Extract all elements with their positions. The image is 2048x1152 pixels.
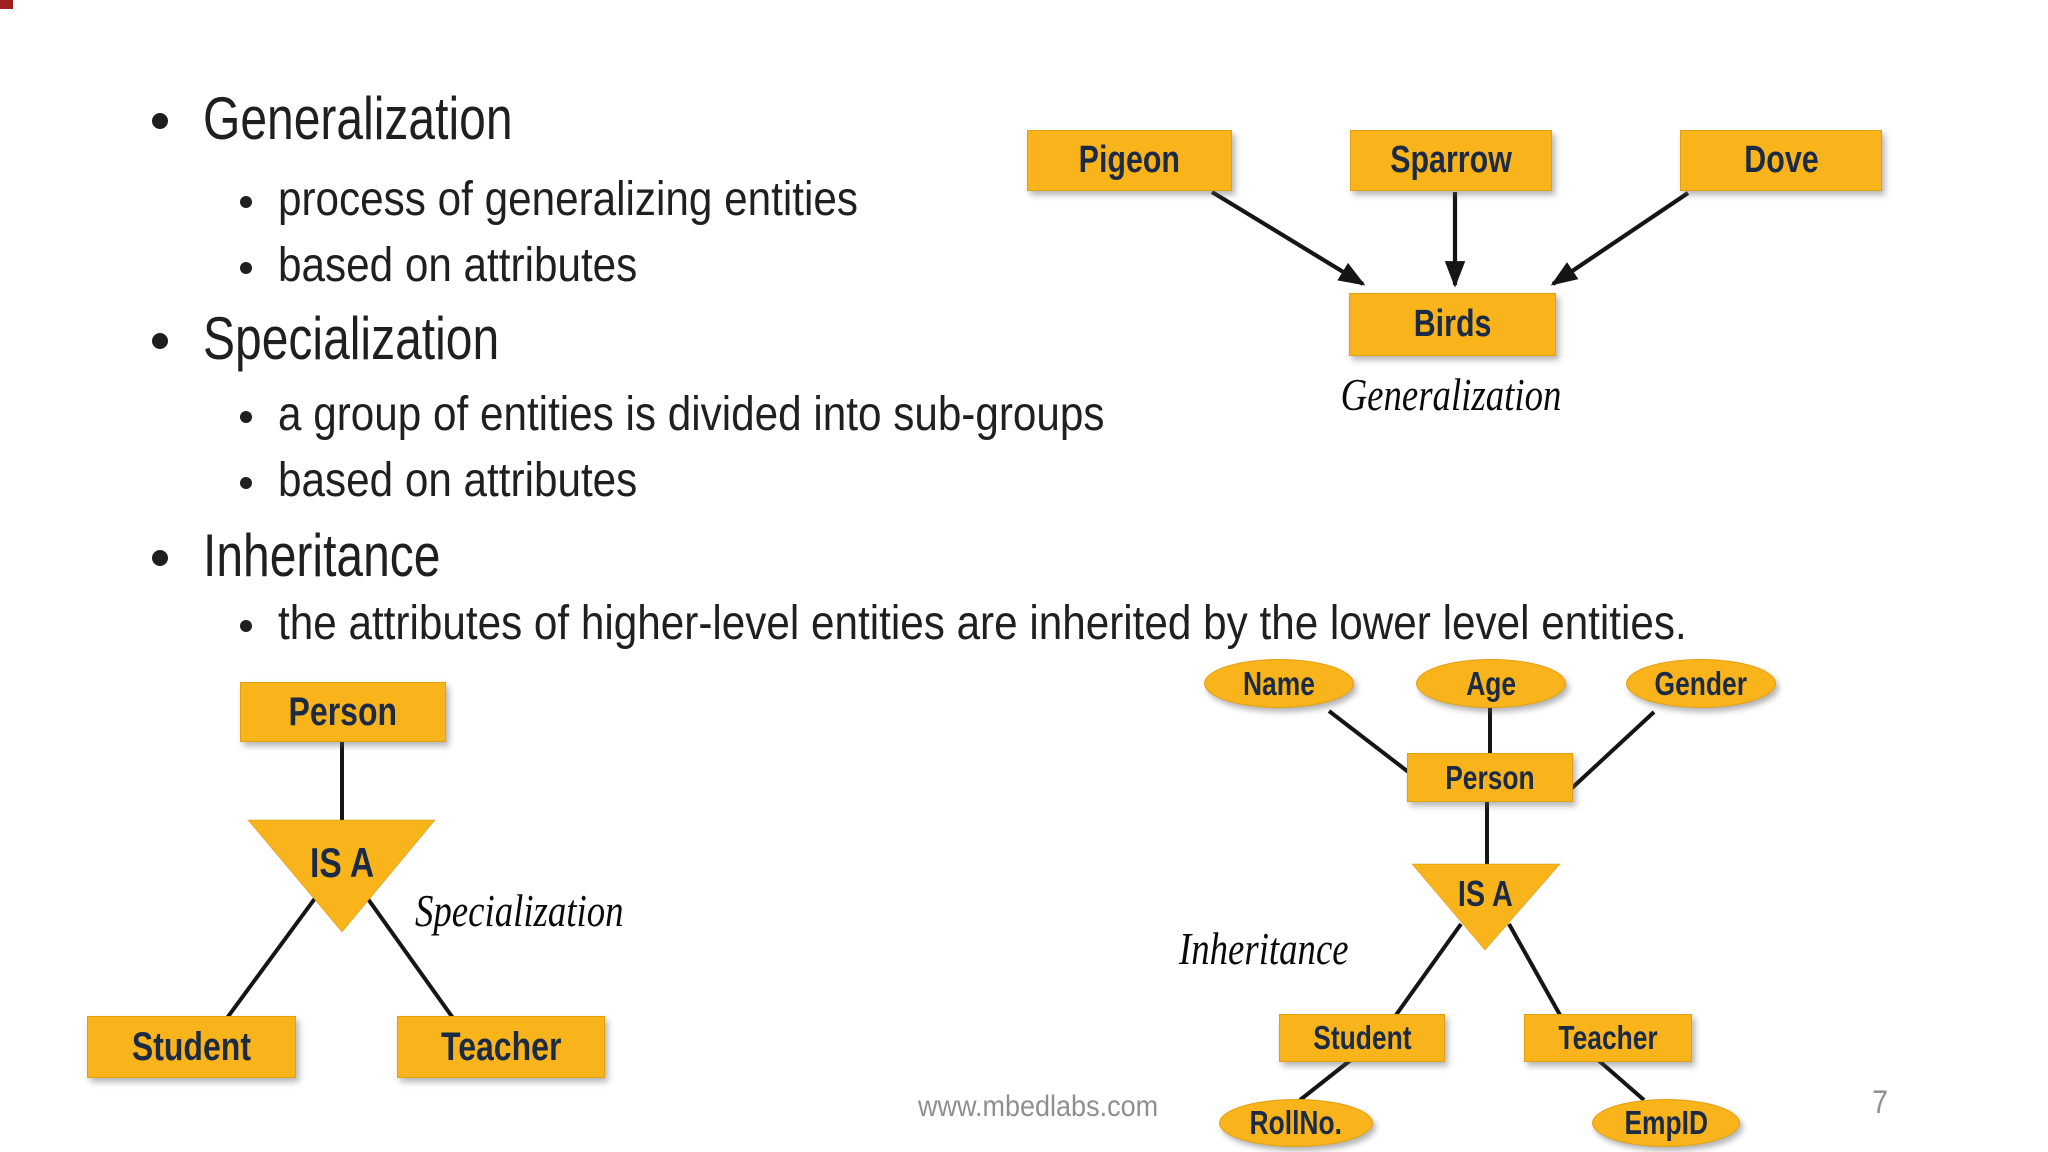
entity-person-label: Person	[1445, 758, 1535, 796]
attribute-name-label: Name	[1243, 664, 1315, 702]
entity-teacher-label: Teacher	[440, 1024, 562, 1069]
caption-specialization: Specialization	[415, 885, 624, 936]
entity-student-inheritance: Student	[1279, 1014, 1445, 1062]
entity-teacher-specialization: Teacher	[397, 1016, 605, 1078]
bullet-marker	[152, 550, 168, 566]
page-number: 7	[1872, 1084, 1889, 1120]
attribute-gender: Gender	[1626, 659, 1776, 708]
footer-website: www.mbedlabs.com	[918, 1090, 1159, 1123]
bullet-marker	[240, 262, 252, 274]
attribute-age-label: Age	[1466, 664, 1516, 702]
entity-person-label: Person	[288, 689, 398, 734]
edge-teacher-to-empid	[1595, 1057, 1646, 1102]
attribute-rollno: RollNo.	[1219, 1099, 1373, 1147]
entity-teacher-inheritance: Teacher	[1524, 1014, 1692, 1062]
bullet-marker	[240, 411, 252, 423]
bullet-item-inheritance: Inheritance	[203, 526, 500, 586]
attribute-name: Name	[1204, 659, 1354, 708]
bullet-text: Specialization	[203, 305, 500, 372]
bullet-marker	[240, 477, 252, 489]
entity-pigeon-label: Pigeon	[1078, 139, 1181, 181]
bullet-item-specialization-sub1: a group of entities is divided into sub-…	[278, 391, 1217, 439]
isa-label-inheritance: IS A	[1457, 873, 1513, 914]
entity-person-inheritance: Person	[1407, 753, 1573, 802]
entity-pigeon: Pigeon	[1027, 130, 1232, 191]
edge-gender-to-person	[1570, 710, 1656, 790]
bullet-marker	[240, 620, 252, 632]
bullet-item-generalization-sub1: process of generalizing entities	[278, 176, 937, 224]
edge-isa2-to-student	[1394, 922, 1463, 1017]
entity-student-specialization: Student	[87, 1016, 296, 1078]
bullet-item-generalization-sub2: based on attributes	[278, 242, 686, 290]
entity-student-label: Student	[1312, 1019, 1412, 1056]
caption-generalization: Generalization	[1340, 369, 1562, 420]
attribute-rollno-label: RollNo.	[1249, 1104, 1343, 1141]
bullet-item-specialization-sub2: based on attributes	[278, 457, 686, 505]
edge-student-to-rollno	[1298, 1057, 1354, 1102]
caption-inheritance: Inheritance	[1179, 923, 1349, 974]
entity-birds: Birds	[1349, 293, 1556, 356]
attribute-age: Age	[1416, 659, 1566, 708]
bullet-text: a group of entities is divided into sub-…	[278, 388, 1105, 441]
attribute-empid: EmpID	[1592, 1099, 1740, 1147]
edge-name-to-person	[1327, 709, 1413, 776]
screen-corner-artifact	[0, 0, 13, 9]
bullet-text: based on attributes	[278, 454, 638, 507]
edge-isa2-to-teacher	[1507, 923, 1562, 1016]
bullet-text: the attributes of higher-level entities …	[278, 597, 1687, 650]
bullet-item-inheritance-sub1: the attributes of higher-level entities …	[278, 600, 1879, 648]
isa-label-specialization: IS A	[309, 839, 375, 886]
entity-birds-label: Birds	[1413, 303, 1492, 345]
bullet-item-specialization: Specialization	[203, 309, 573, 369]
bullet-marker	[152, 333, 168, 349]
bullet-marker	[240, 196, 252, 208]
edge-isa-to-student	[225, 895, 318, 1020]
attribute-empid-label: EmpID	[1624, 1104, 1708, 1141]
entity-dove-label: Dove	[1743, 139, 1819, 181]
bullet-text: based on attributes	[278, 239, 638, 292]
bullet-text: process of generalizing entities	[278, 173, 858, 226]
entity-dove: Dove	[1680, 130, 1882, 191]
attribute-gender-label: Gender	[1654, 664, 1748, 702]
entity-teacher-label: Teacher	[1558, 1019, 1658, 1056]
entity-student-label: Student	[131, 1024, 252, 1069]
edge-dove-to-birds	[1550, 191, 1690, 286]
entity-sparrow: Sparrow	[1350, 130, 1552, 191]
entity-sparrow-label: Sparrow	[1390, 139, 1512, 181]
bullet-text: Inheritance	[203, 522, 441, 589]
bullet-item-generalization: Generalization	[203, 89, 590, 149]
bullet-marker	[152, 113, 168, 129]
entity-person-specialization: Person	[240, 682, 446, 742]
edge-pigeon-to-birds	[1210, 190, 1366, 286]
bullet-text: Generalization	[203, 85, 513, 152]
